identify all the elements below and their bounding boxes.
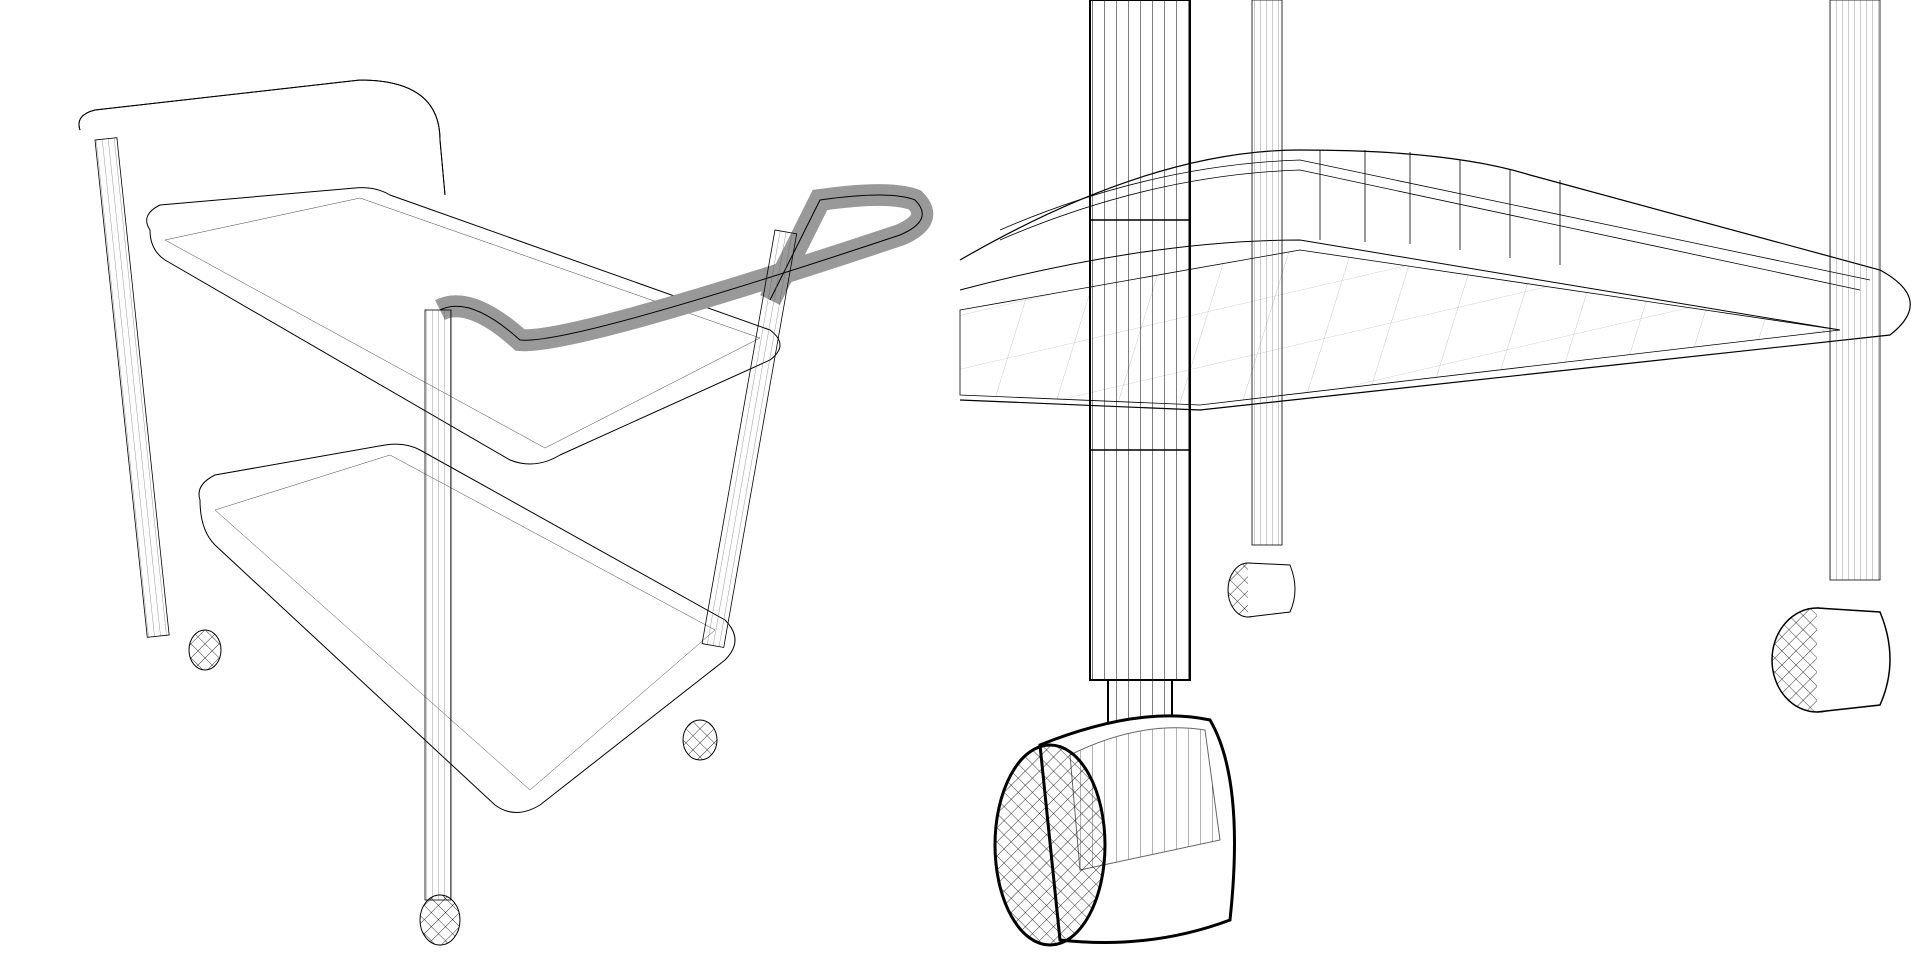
legs [94, 137, 798, 901]
back-handle [78, 79, 446, 196]
caster-closeup-view [959, 0, 1911, 947]
casters [188, 629, 718, 946]
front-caster [993, 714, 1236, 947]
top-shelf [146, 187, 781, 465]
back-right-leg [1829, 0, 1881, 581]
front-handle [435, 184, 934, 352]
front-leg [1089, 0, 1191, 681]
back-left-leg [1251, 0, 1283, 546]
trolley-full-view [78, 79, 934, 946]
bottom-shelf [198, 443, 736, 813]
